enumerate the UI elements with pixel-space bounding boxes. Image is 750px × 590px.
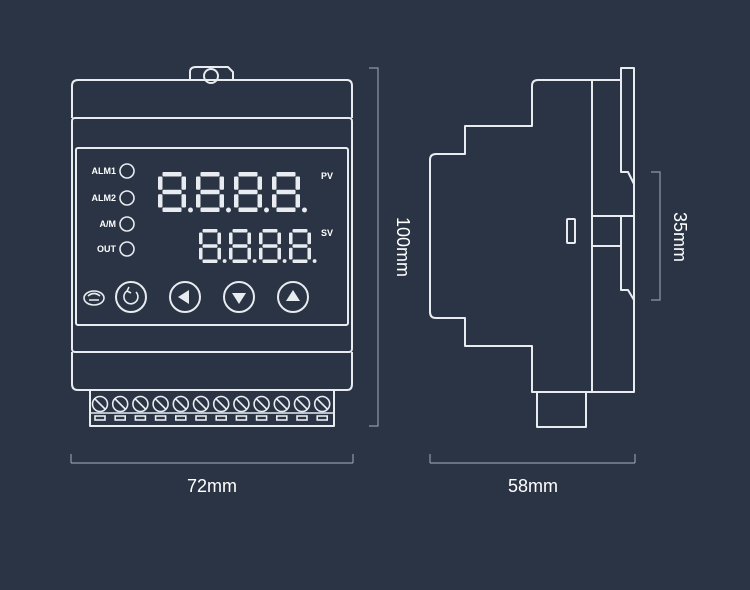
- sv-digit: [289, 229, 317, 263]
- indicator-group: ALM1 ALM2 A/M OUT: [92, 163, 135, 257]
- top-mount-clip: [189, 66, 234, 80]
- terminal-block: [89, 389, 335, 427]
- side-terminal: [536, 391, 587, 428]
- pv-label: PV: [321, 171, 333, 181]
- indicator-label-alm1: ALM1: [92, 166, 117, 176]
- sv-digit: [229, 229, 257, 263]
- refresh-button[interactable]: [115, 281, 147, 313]
- pv-digit: [272, 172, 307, 213]
- indicator-label-am: A/M: [100, 219, 117, 229]
- terminal-screw: [233, 395, 250, 421]
- terminal-screw: [313, 395, 331, 421]
- side-body-outline: [429, 79, 593, 393]
- terminal-screw: [273, 395, 291, 421]
- sv-label: SV: [321, 228, 333, 238]
- up-button[interactable]: [277, 281, 309, 313]
- sv-digit: [199, 229, 227, 263]
- refresh-icon: [123, 286, 139, 305]
- pv-digit: [234, 172, 269, 213]
- lower-housing: [71, 352, 353, 391]
- terminal-screw: [91, 395, 109, 421]
- terminal-screw: [192, 395, 210, 421]
- side-view: [429, 67, 635, 428]
- indicator-led-am: [119, 216, 135, 232]
- terminal-screw: [152, 395, 169, 421]
- width-label: 72mm: [187, 476, 237, 496]
- terminal-screw: [253, 395, 270, 421]
- indicator-label-alm2: ALM2: [92, 193, 117, 203]
- rear-housing: [592, 67, 635, 393]
- display-panel: [75, 147, 349, 326]
- left-button[interactable]: [169, 281, 201, 313]
- terminal-screw: [172, 395, 190, 421]
- terminal-screw: [111, 395, 129, 421]
- left-arrow-icon: [178, 290, 189, 304]
- terminal-screw: [212, 395, 230, 421]
- up-arrow-icon: [286, 290, 300, 301]
- pv-digit: [158, 172, 193, 213]
- dimension-height: 100mm: [369, 67, 413, 427]
- indicator-led-alm2: [119, 190, 135, 206]
- indicator-label-out: OUT: [97, 244, 117, 254]
- terminal-screw: [293, 395, 311, 421]
- sv-display: [199, 229, 317, 263]
- dimension-depth: 58mm: [429, 454, 636, 496]
- indicator-led-out: [119, 241, 135, 257]
- indicator-led-alm1: [119, 163, 135, 179]
- rail-clip: [592, 80, 635, 301]
- depth-label: 58mm: [508, 476, 558, 496]
- sv-digit: [259, 229, 287, 263]
- down-arrow-icon: [232, 293, 246, 304]
- pv-display: [158, 172, 307, 213]
- height-label: 100mm: [393, 217, 413, 277]
- clip-hole: [203, 68, 219, 84]
- terminal-screw: [132, 395, 149, 421]
- bezel-frame: [71, 117, 353, 353]
- down-button[interactable]: [223, 281, 255, 313]
- dimension-width: 72mm: [70, 454, 354, 496]
- pv-digit: [196, 172, 231, 213]
- front-view: ALM1 ALM2 A/M OUT PV SV: [71, 66, 353, 427]
- top-housing: [71, 79, 353, 118]
- dimension-rail: 35mm: [651, 171, 690, 301]
- rail-label: 35mm: [670, 212, 690, 262]
- latch-slot: [566, 218, 576, 244]
- brand-logo-icon: [83, 290, 105, 306]
